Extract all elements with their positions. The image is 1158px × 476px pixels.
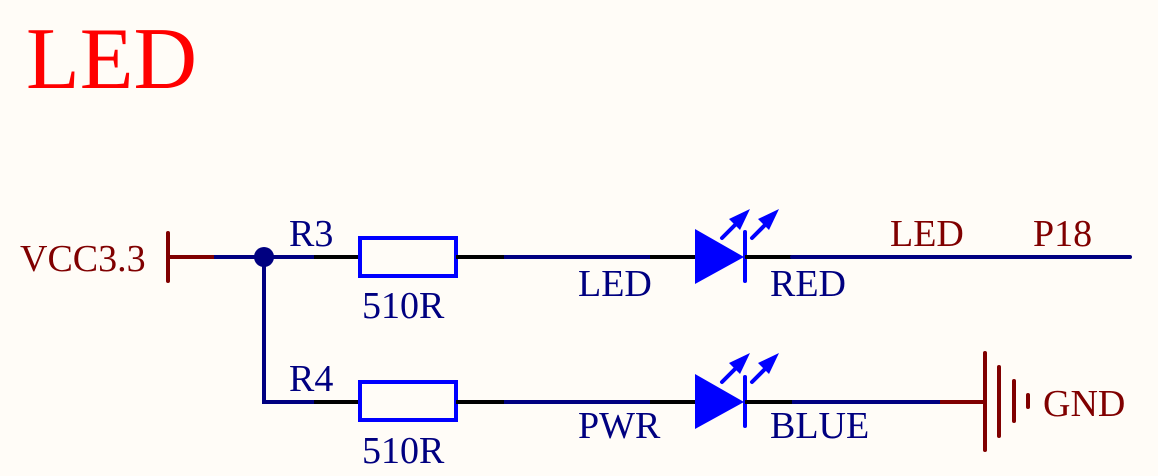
wire-junction-r4 — [262, 257, 314, 404]
gnd-power-port[interactable]: GND — [940, 351, 1125, 452]
resistor-r4[interactable]: R4 510R — [289, 358, 504, 472]
led-red[interactable]: LED RED — [578, 209, 846, 305]
vcc-power-port[interactable]: VCC3.3 — [20, 231, 214, 283]
led-blue-designator: PWR — [578, 405, 661, 447]
led-red-designator: LED — [578, 263, 652, 305]
ground-icon — [983, 351, 1030, 452]
led-blue-light-arrows-icon — [720, 353, 779, 384]
gnd-label: GND — [1043, 383, 1125, 425]
vcc-label: VCC3.3 — [20, 238, 146, 280]
led-blue-triangle — [695, 374, 744, 429]
net-label[interactable]: LED — [890, 213, 964, 255]
led-red-value: RED — [770, 263, 846, 305]
led-red-triangle — [695, 229, 744, 284]
led-blue-value: BLUE — [770, 405, 869, 447]
r4-value: 510R — [362, 430, 445, 472]
r3-designator: R3 — [289, 213, 333, 255]
led-red-light-arrows-icon — [720, 209, 779, 240]
r3-value: 510R — [362, 285, 445, 327]
schematic-title: LED — [26, 11, 197, 108]
r4-designator: R4 — [289, 358, 333, 400]
resistor-r3[interactable]: R3 510R — [289, 213, 504, 327]
led-blue[interactable]: PWR BLUE — [578, 353, 869, 447]
r3-body — [358, 236, 458, 278]
port-label[interactable]: P18 — [1033, 213, 1092, 255]
r4-body — [358, 380, 458, 422]
